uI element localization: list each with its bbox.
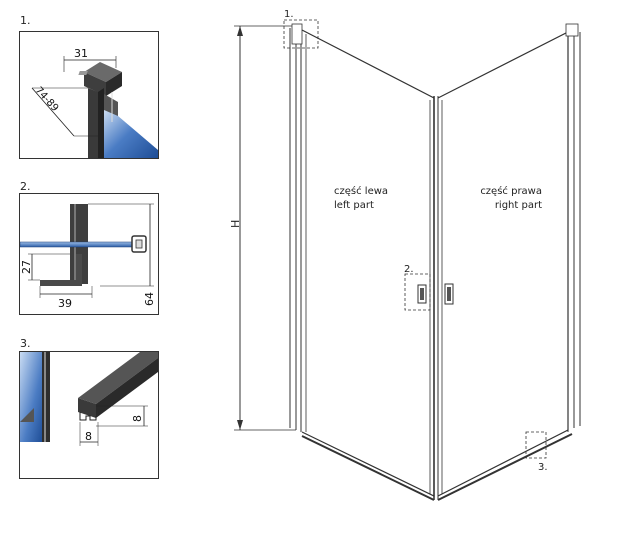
- detail-3-box: 8 8: [19, 351, 159, 479]
- callout-box-3: [525, 431, 547, 459]
- glass-panel: [20, 241, 133, 248]
- profile-front: [84, 72, 106, 96]
- dim-74-89: 74-89: [33, 85, 61, 114]
- left-part-label-pl: część lewa: [334, 185, 388, 197]
- detail-1-drawing: 31 74-89: [31, 47, 158, 158]
- right-handle: [444, 283, 454, 305]
- callout-box-2: [404, 273, 431, 311]
- glass-panel: [20, 352, 42, 442]
- seal-profile-side: [96, 358, 158, 418]
- detail-1-box: 31 74-89: [19, 31, 159, 159]
- height-label: H: [229, 220, 242, 228]
- seal-profile-end: [78, 398, 96, 418]
- left-part-label-en: left part: [334, 200, 374, 211]
- dim-64: 64: [143, 292, 156, 306]
- dim-31: 31: [74, 47, 88, 60]
- right-door-panel: [437, 31, 569, 497]
- callout-label-3: 3.: [538, 462, 548, 473]
- detail-2-box: 27 39 64: [19, 193, 159, 315]
- callout-box-1: [283, 19, 319, 49]
- right-part-label-pl: część prawa: [480, 185, 542, 197]
- dim-27: 27: [20, 260, 33, 274]
- vertical-profile: [88, 88, 98, 158]
- glass-panel: [104, 104, 158, 158]
- left-bottom-seal: [301, 435, 435, 501]
- detail-3-label: 3.: [20, 337, 31, 350]
- detail-2-label: 2.: [20, 180, 31, 193]
- l-foot: [40, 254, 82, 286]
- profile-slot: [78, 71, 88, 75]
- profile-side: [106, 72, 122, 96]
- profile-top: [84, 62, 122, 82]
- right-bottom-seal: [437, 433, 573, 501]
- detail-2-drawing: 27 39 64: [20, 203, 156, 310]
- seal-profile-top: [78, 352, 158, 404]
- left-handle: [417, 284, 427, 304]
- dim-8-vertical: 8: [131, 415, 144, 422]
- callout-label-2: 2.: [404, 264, 414, 275]
- detail-3-drawing: 8 8: [20, 352, 158, 446]
- dim-39: 39: [58, 297, 72, 310]
- hinge-bracket: [104, 94, 118, 116]
- detail-1-label: 1.: [20, 14, 31, 27]
- right-part-label-en: right part: [495, 200, 542, 211]
- dim-8-horizontal: 8: [85, 430, 92, 443]
- callout-label-1: 1.: [284, 9, 294, 20]
- left-door-panel: [301, 29, 435, 497]
